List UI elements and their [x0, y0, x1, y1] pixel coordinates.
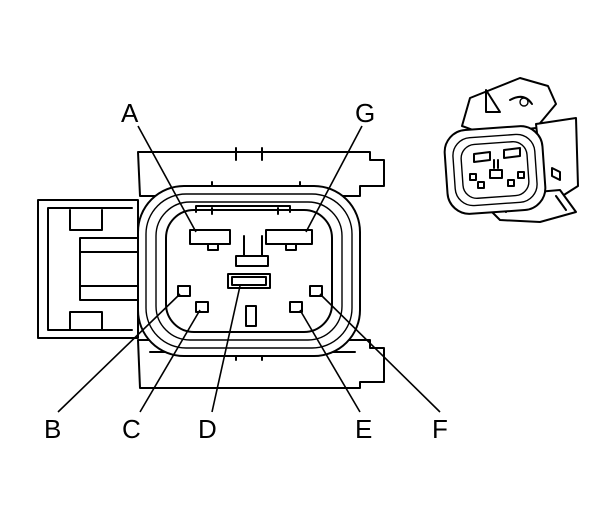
- leader-c: [139, 309, 201, 413]
- leader-d: [211, 285, 241, 413]
- connector-shroud-ring-1: [145, 193, 353, 349]
- terminal-cavity-b: [177, 285, 191, 297]
- terminal-cavity-a: [189, 229, 231, 245]
- leader-a: [137, 125, 197, 233]
- terminal-cavity-g: [265, 229, 313, 245]
- leader-lines: [57, 125, 441, 413]
- terminal-cavity-e: [289, 301, 303, 313]
- pin-label-c: C: [122, 414, 141, 444]
- connector-isometric-view: [443, 77, 579, 223]
- terminal-cavity-f: [309, 285, 323, 297]
- connector-shroud-ring-2: [155, 201, 343, 341]
- pin-labels: A G B C D E F: [44, 98, 448, 444]
- leader-g: [305, 125, 363, 233]
- connector-lower-key: [245, 305, 257, 327]
- pin-label-b: B: [44, 414, 61, 444]
- terminal-cavity-c: [195, 301, 209, 313]
- leader-e: [299, 309, 361, 413]
- pin-label-g: G: [355, 98, 375, 128]
- leader-b: [57, 293, 181, 413]
- connector-left-latch: [37, 199, 139, 339]
- pin-label-a: A: [121, 98, 139, 128]
- pin-label-e: E: [355, 414, 372, 444]
- pin-label-d: D: [198, 414, 217, 444]
- pin-label-f: F: [432, 414, 448, 444]
- leader-f: [319, 293, 441, 413]
